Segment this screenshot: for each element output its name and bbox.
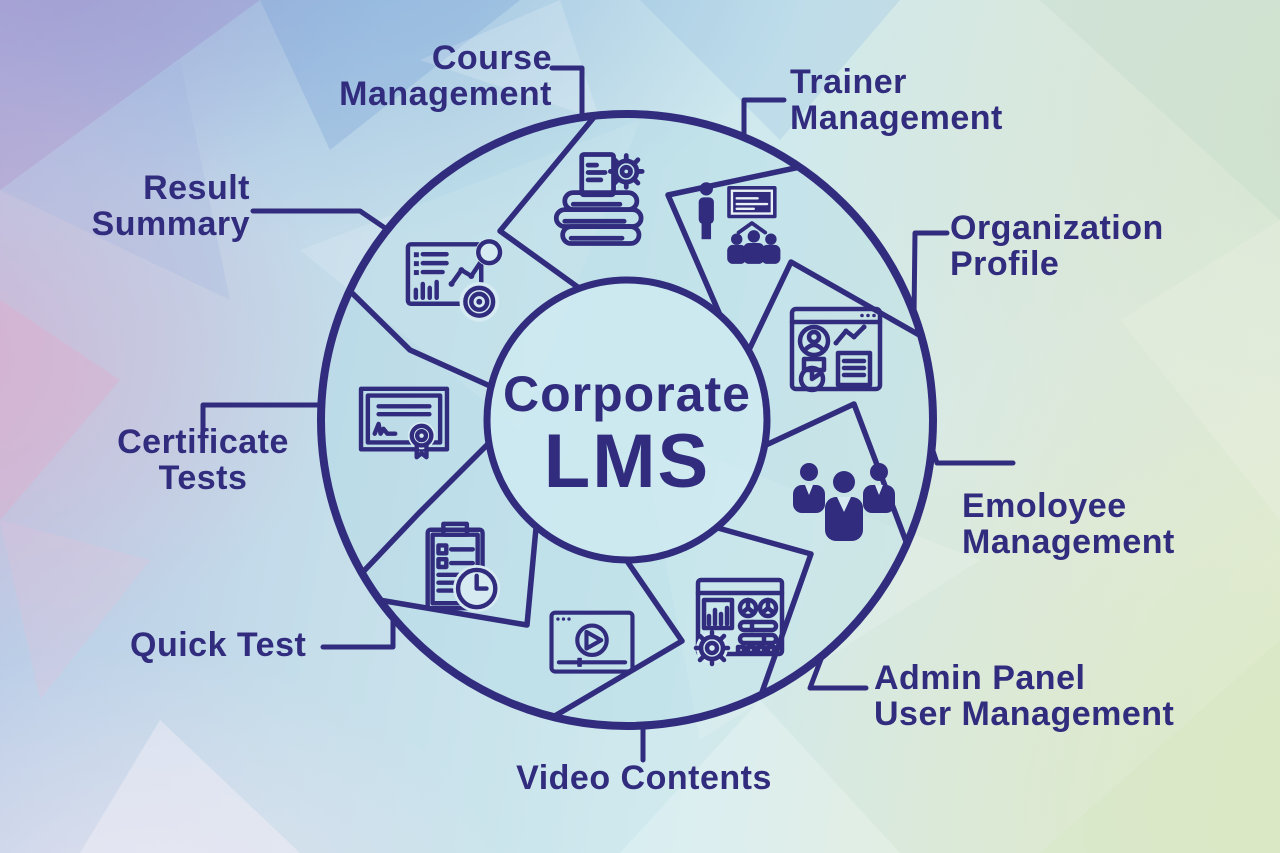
label-result-summary: Result Summary [0, 170, 250, 242]
label-line: Result [143, 169, 250, 207]
label-admin-panel-user-management: Admin Panel User Management [874, 660, 1174, 732]
label-employee-management: Emoloyee Management [962, 488, 1175, 560]
certificate-ribbon-icon [358, 386, 450, 460]
label-quick-test: Quick Test [130, 627, 306, 663]
label-line: Organization [950, 209, 1164, 247]
label-line: User Management [874, 695, 1175, 733]
outer-circle [317, 110, 937, 730]
center-title-line1: Corporate [503, 366, 751, 422]
label-trainer-management: Trainer Management [790, 64, 1003, 136]
label-certificate-tests: Certificate Tests [53, 424, 353, 496]
label-line: Quick Test [130, 626, 307, 664]
label-line: Admin Panel [874, 659, 1086, 697]
label-line: Tests [158, 459, 248, 497]
label-course-management: Course Management [232, 40, 552, 112]
label-line: Profile [950, 245, 1060, 283]
label-line: Emoloyee [962, 487, 1127, 525]
people-group-icon [793, 463, 895, 541]
label-line: Certificate [117, 423, 289, 461]
label-connectors [200, 65, 1016, 763]
checklist-clock-icon [425, 521, 501, 613]
label-line: Management [790, 99, 1003, 137]
label-line: Video Contents [516, 759, 772, 797]
video-player-icon [549, 610, 635, 674]
segment-dividers [347, 113, 924, 720]
label-video-contents: Video Contents [434, 760, 854, 796]
center-title-line2: LMS [543, 419, 711, 504]
label-organization-profile: Organization Profile [950, 210, 1164, 282]
label-line: Course [431, 39, 552, 77]
label-line: Summary [91, 205, 250, 243]
presenter-audience-icon [698, 182, 781, 264]
admin-dashboard-gear-icon [693, 577, 785, 667]
label-line: Management [339, 75, 552, 113]
analytics-report-icon [405, 238, 504, 322]
profile-dashboard-icon [789, 306, 883, 393]
label-line: Trainer [790, 63, 907, 101]
label-line: Management [962, 523, 1175, 561]
center-title: Corporate LMS [447, 366, 807, 502]
books-gear-icon [553, 152, 645, 246]
